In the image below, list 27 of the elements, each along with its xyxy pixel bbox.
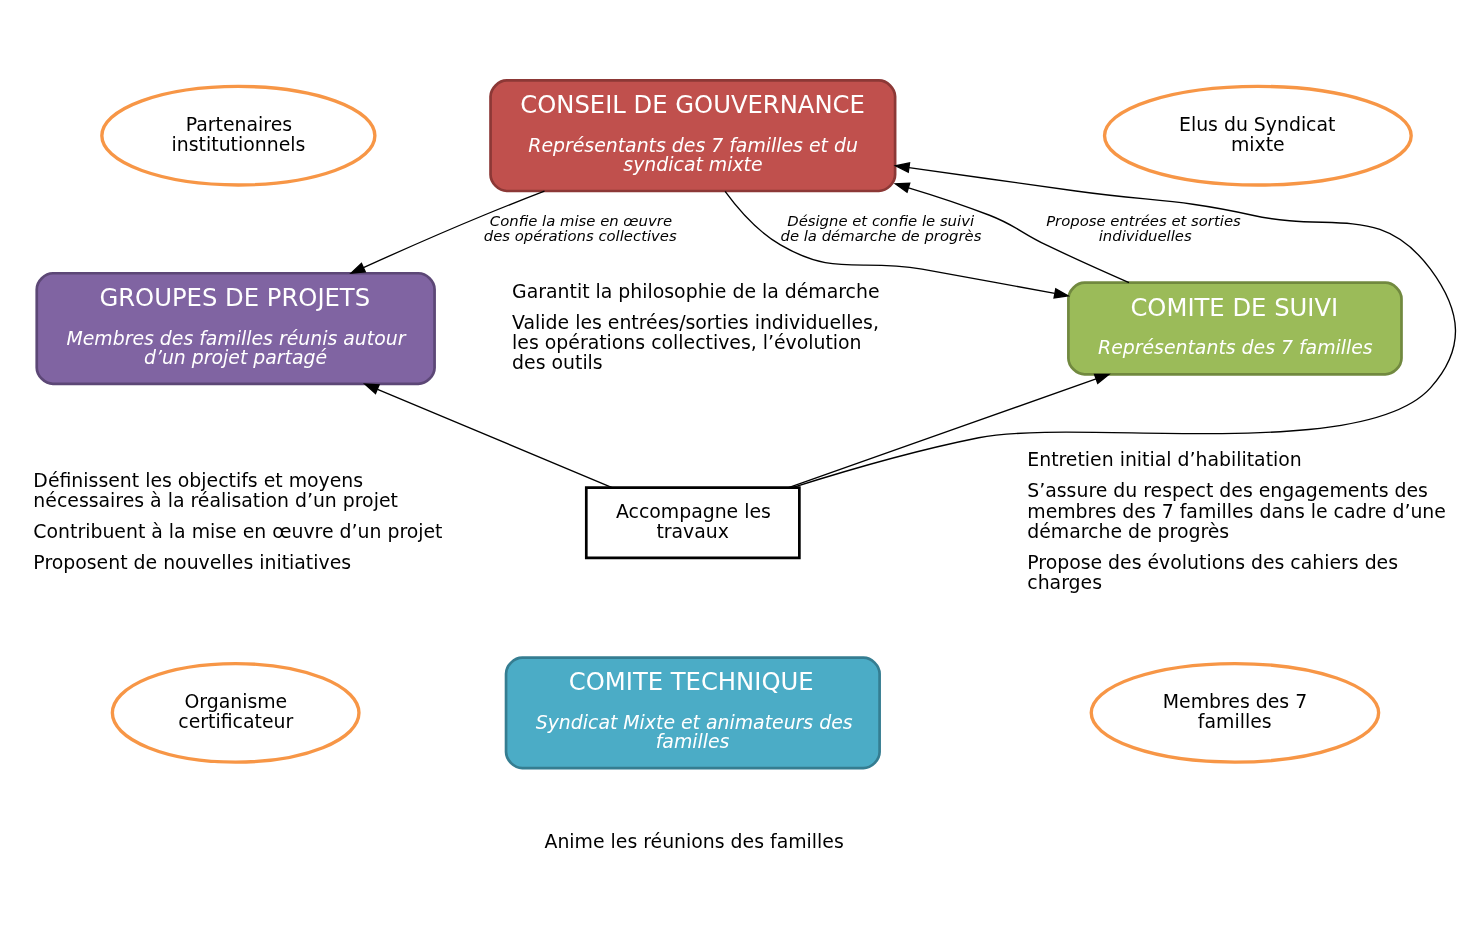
node-box: COMITE DE SUIVI Représentants des 7 familles bbox=[1067, 281, 1403, 376]
arrow bbox=[787, 373, 1111, 489]
arrow bbox=[893, 182, 1130, 284]
node-ellipse: Membres des 7 familles bbox=[1089, 661, 1381, 764]
edge-label: Confie la mise en œuvre des opérations collectives bbox=[483, 211, 677, 244]
node-ellipse: Elus du Syndicat mixte bbox=[1102, 84, 1413, 187]
arrow bbox=[362, 383, 613, 489]
node-label: S’assure du respect des engagements des membres des 7 familles dans le cadre d’une démarche de progrès bbox=[1027, 479, 1446, 542]
arrow bbox=[349, 190, 546, 275]
arrow bbox=[791, 162, 1457, 489]
node-box: Accompagne les travaux bbox=[584, 486, 801, 560]
node-label: Définissent les objectifs et moyens nécessaires à la réalisation d’un projet bbox=[33, 468, 398, 511]
node-box: COMITE TECHNIQUE Syndicat Mixte et animateurs des familles bbox=[504, 656, 881, 770]
node-label: Valide les entrées/sorties individuelles, les opérations collectives, l’évolution des outils bbox=[512, 310, 879, 374]
node-ellipse: Partenaires institutionnels bbox=[100, 84, 377, 187]
node-box: CONSEIL DE GOUVERNANCE Représentants des 7 familles et du syndicat mixte bbox=[489, 79, 897, 193]
node-ellipse: Organisme certificateur bbox=[110, 661, 361, 764]
node-label: Proposent de nouvelles initiatives bbox=[33, 550, 352, 573]
node-label: Anime les réunions des familles bbox=[544, 830, 844, 852]
edge-label: Propose entrées et sorties individuelles bbox=[1046, 211, 1241, 244]
node-label: Contribuent à la mise en œuvre d’un projet bbox=[33, 519, 443, 542]
edge-label: Désigne et confie le suivi de la démarche de progrès bbox=[780, 211, 982, 244]
node-box: GROUPES DE PROJETS Membres des familles réunis autour d’un projet partagé bbox=[35, 271, 436, 386]
node-label: Entretien initial d’habilitation bbox=[1027, 448, 1302, 471]
arrow bbox=[724, 190, 1071, 299]
node-label: Propose des évolutions des cahiers des charges bbox=[1027, 550, 1399, 594]
node-label: Garantit la philosophie de la démarche bbox=[512, 279, 880, 302]
